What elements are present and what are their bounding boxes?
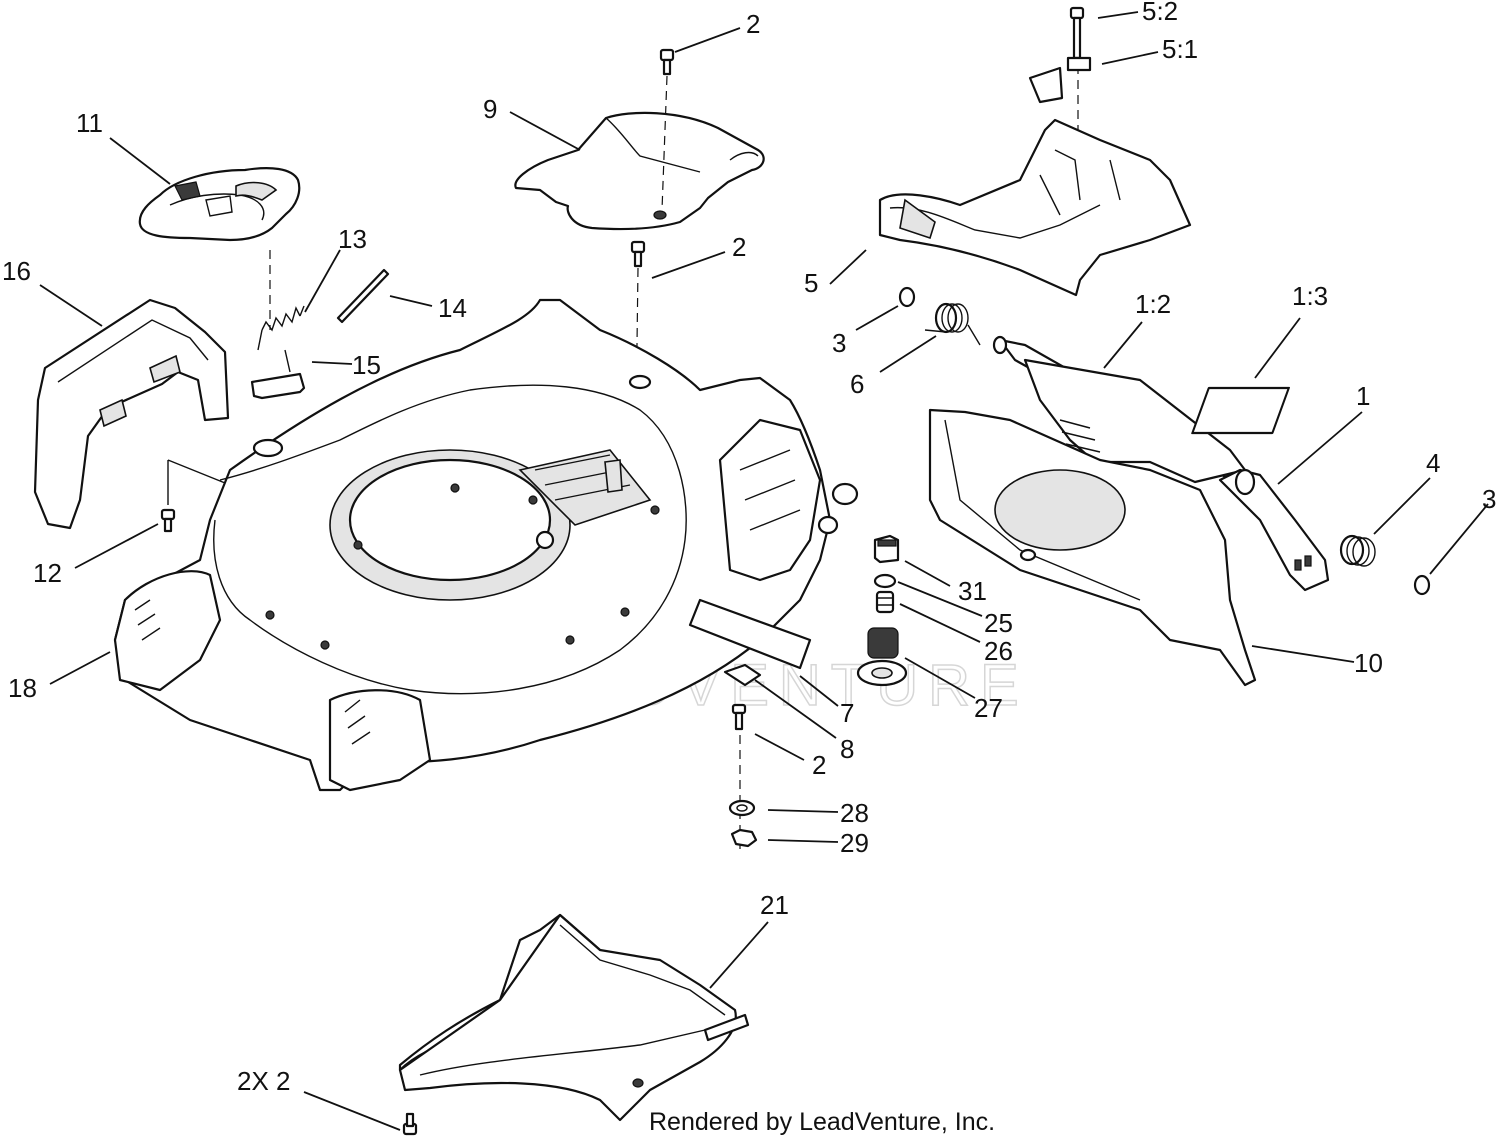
part-1-2-rear-door xyxy=(992,335,1247,487)
part-5-rear-baffle xyxy=(878,6,1192,297)
callout-5-2: 5:2 xyxy=(1142,0,1178,26)
callout-1-3: 1:3 xyxy=(1292,281,1328,311)
callout-25: 25 xyxy=(984,608,1013,638)
callout-8: 8 xyxy=(840,734,854,764)
callout-1-2: 1:2 xyxy=(1135,289,1171,319)
callout-28: 28 xyxy=(840,798,869,828)
part-9-top-plate xyxy=(514,111,765,231)
part-3-washer-right xyxy=(1413,574,1431,596)
part-15-bracket xyxy=(250,349,306,400)
mower-deck xyxy=(113,298,859,792)
part-29-nut xyxy=(730,828,758,848)
callout-5-1: 5:1 xyxy=(1162,34,1198,64)
assembly-line-12 xyxy=(167,459,231,505)
callout-10: 10 xyxy=(1354,648,1383,678)
part-25-washer xyxy=(873,573,897,589)
leader-lines xyxy=(39,11,1489,1131)
callout-29: 29 xyxy=(840,828,869,858)
part-27-gear xyxy=(856,627,908,687)
callout-3-right: 3 xyxy=(1482,484,1496,514)
part-2-bolt-mid xyxy=(630,240,646,268)
part-1-3-decal xyxy=(1191,386,1290,435)
callout-2-top: 2 xyxy=(746,9,760,39)
credit-text: Rendered by LeadVenture, Inc. xyxy=(649,1108,995,1136)
part-26-bushing xyxy=(875,590,895,614)
callout-2-mid: 2 xyxy=(732,232,746,262)
callout-7: 7 xyxy=(840,698,854,728)
part-16-side-cover xyxy=(33,298,230,530)
part-8-clip xyxy=(723,663,762,687)
part-4-spring xyxy=(1339,534,1376,567)
part-12-screw xyxy=(160,508,176,533)
callout-5: 5 xyxy=(804,268,818,298)
callout-3-left: 3 xyxy=(832,328,846,358)
callout-2-low: 2 xyxy=(812,750,826,780)
assembly-line-9 xyxy=(661,75,668,211)
part-14-rod xyxy=(336,268,390,324)
callout-31: 31 xyxy=(958,576,987,606)
callout-9: 9 xyxy=(483,94,497,124)
callout-27: 27 xyxy=(974,693,1003,723)
part-13-spring xyxy=(257,305,305,351)
callout-16: 16 xyxy=(2,256,31,286)
callout-6: 6 xyxy=(850,369,864,399)
callout-18: 18 xyxy=(8,673,37,703)
part-11-housing-cover xyxy=(138,167,301,242)
part-1-arm xyxy=(1218,468,1330,592)
callout-15: 15 xyxy=(352,350,381,380)
part-28-washer xyxy=(728,799,756,817)
part-2-bottom-screw xyxy=(402,1112,418,1136)
callout-13: 13 xyxy=(338,224,367,254)
part-6-torsion-spring xyxy=(924,302,981,346)
callout-4: 4 xyxy=(1426,448,1440,478)
part-21-deflector xyxy=(398,913,750,1122)
part-10-chute xyxy=(928,408,1257,687)
part-31-knob xyxy=(873,534,900,564)
callout-11: 11 xyxy=(76,108,103,138)
callout-labels: 2 5:2 5:1 9 11 2 13 16 14 5 1:2 1:3 3 15… xyxy=(2,0,1496,1096)
callout-26: 26 xyxy=(984,636,1013,666)
callout-21: 21 xyxy=(760,890,789,920)
part-2-bolt-top xyxy=(659,48,675,76)
part-3-washer-left xyxy=(898,286,916,308)
callout-1: 1 xyxy=(1356,381,1370,411)
callout-12: 12 xyxy=(33,558,62,588)
callout-14: 14 xyxy=(438,293,467,323)
callout-2x2: 2X 2 xyxy=(237,1066,291,1096)
part-2-bolt-low xyxy=(731,703,747,731)
